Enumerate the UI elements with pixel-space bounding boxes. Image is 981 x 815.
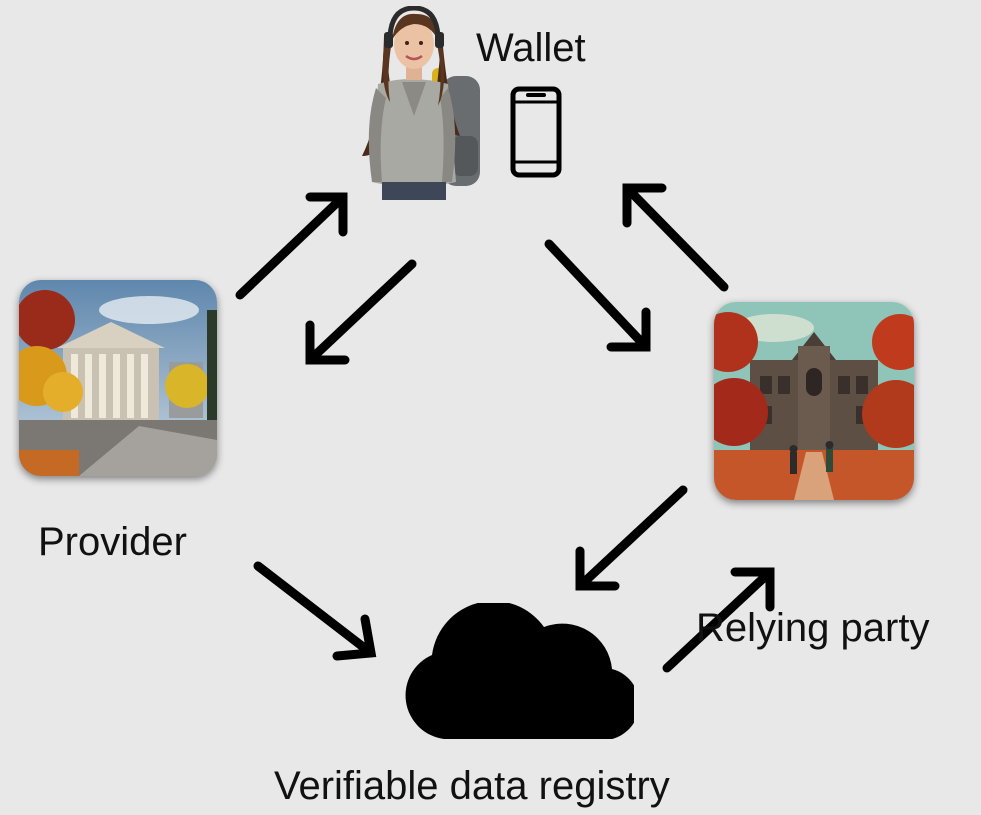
relying-party-label: Relying party (696, 606, 930, 650)
provider-label: Provider (38, 520, 187, 564)
arrow-provider-to-registry (253, 561, 377, 661)
arrow-wallet-to-relying-party (544, 239, 651, 352)
arrow-relying-party-to-wallet (622, 183, 729, 292)
wallet-label: Wallet (476, 26, 586, 70)
cloud-icon (405, 603, 634, 739)
arrow-provider-to-wallet (235, 192, 348, 300)
student-image (362, 6, 480, 200)
registry-label: Verifiable data registry (274, 764, 670, 808)
arrow-relying-party-to-registry (575, 485, 688, 591)
provider-image (19, 280, 217, 476)
arrow-registry-to-relying-party (662, 567, 775, 673)
relying-party-image (714, 302, 914, 500)
arrow-wallet-to-provider (305, 259, 417, 365)
smartphone-icon (510, 86, 562, 178)
